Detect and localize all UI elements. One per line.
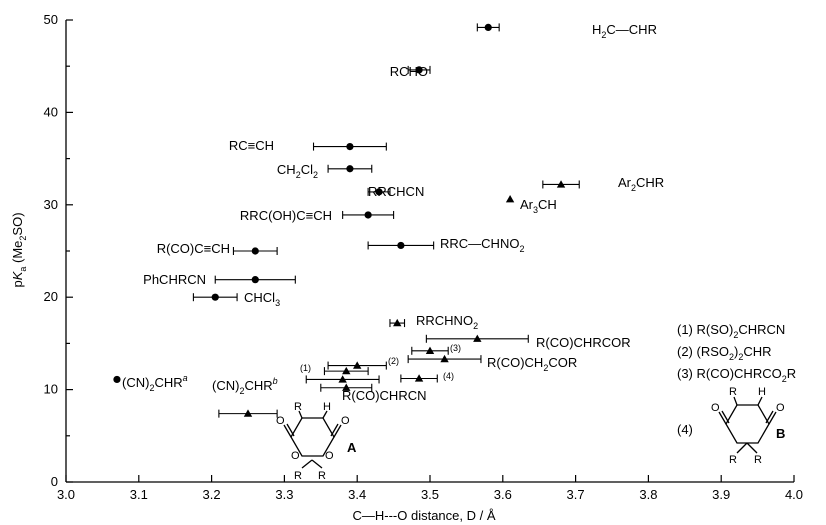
- y-tick-label: 20: [44, 289, 58, 304]
- label-rrchcn: RRCHCN: [368, 184, 424, 199]
- atom-o: O: [711, 402, 720, 414]
- atom-h: H: [323, 401, 331, 413]
- data-point-triangle: [425, 346, 435, 354]
- y-tick-label: 40: [44, 104, 58, 119]
- data-point-triangle: [473, 334, 482, 342]
- data-point-triangle: [414, 374, 424, 382]
- structure-b-atoms: O O R H R R B: [711, 386, 785, 466]
- data-marks: [113, 23, 580, 418]
- x-axis-title: C—H---O distance, D / Å: [352, 508, 495, 523]
- label-phchrcn: PhCHRCN: [143, 272, 206, 287]
- atom-o: O: [776, 402, 785, 414]
- data-point-triangle: [505, 195, 515, 203]
- label-ar2chr: Ar2CHR: [618, 175, 664, 193]
- x-tick-label: 3.7: [567, 487, 585, 502]
- data-point-triangle: [342, 383, 351, 391]
- atom-o: O: [276, 415, 285, 427]
- x-tick-label: 4.0: [785, 487, 803, 502]
- data-point-circle: [113, 375, 121, 384]
- atom-r: R: [318, 470, 326, 482]
- x-tick-label: 3.2: [203, 487, 221, 502]
- data-point-triangle: [393, 318, 402, 327]
- y-tick-label: 50: [44, 12, 58, 27]
- compound-legend: (1) R(SO)2CHRCN (2) (RSO2)2CHR (3) R(CO)…: [677, 322, 796, 437]
- y-tick-label: 0: [51, 474, 58, 489]
- label-num-2: (2): [388, 356, 399, 366]
- label-cn2chr-a: (CN)2CHRa: [122, 373, 188, 393]
- data-point-circle: [251, 247, 259, 255]
- label-num-4: (4): [443, 371, 454, 381]
- structure-a-atoms: O O R H O O R R A: [276, 401, 357, 482]
- legend-item-4: (4): [677, 422, 693, 437]
- data-point-circle: [415, 66, 423, 74]
- atom-o: O: [325, 450, 334, 462]
- data-point-circle: [397, 241, 405, 250]
- data-point-triangle: [556, 180, 566, 188]
- x-tick-label: 3.3: [275, 487, 293, 502]
- y-axis-title: pKa (Me2SO): [10, 212, 28, 287]
- y-tick-label: 30: [44, 197, 58, 212]
- legend-item-2: (2) (RSO2)2CHR: [677, 344, 772, 362]
- axes: 3.0 3.1 3.2 3.3 3.4 3.5 3.6 3.7 3.8 3.9 4.0 0 10 20 30…: [44, 12, 804, 502]
- label-rrchno2: RRCHNO2: [416, 313, 478, 331]
- legend-item-3: (3) R(CO)CHRCO2R: [677, 366, 796, 384]
- atom-r: R: [729, 454, 737, 466]
- label-ch2cl2: CH2Cl2: [277, 162, 318, 180]
- data-point-circle: [484, 23, 492, 31]
- structure-label-a: A: [347, 440, 357, 455]
- atom-o: O: [341, 415, 350, 427]
- data-point-triangle: [353, 361, 362, 369]
- data-point-circle: [375, 188, 383, 196]
- label-ar3ch: Ar3CH: [520, 197, 557, 215]
- atom-r: R: [294, 470, 302, 482]
- label-num-3: (3): [450, 343, 461, 353]
- legend-item-1: (1) R(SO)2CHRCN: [677, 322, 785, 340]
- label-ynone: R(CO)C≡CH: [157, 241, 230, 256]
- atom-r: R: [294, 401, 302, 413]
- label-cn2chr-b: (CN)2CHRb: [212, 376, 278, 396]
- x-tick-label: 3.8: [639, 487, 657, 502]
- label-num-1: (1): [300, 363, 311, 373]
- label-cyanoketone: R(CO)CHRCN: [342, 388, 427, 403]
- structure-label-b: B: [776, 426, 785, 441]
- structure-b-cyclohexanedione: [718, 396, 777, 454]
- atom-r: R: [729, 386, 737, 398]
- data-point-circle: [211, 293, 219, 301]
- x-tick-label: 3.5: [421, 487, 439, 502]
- x-tick-label: 3.0: [57, 487, 75, 502]
- label-chcl3: CHCl3: [244, 290, 280, 308]
- label-rcho: RCHO: [390, 64, 428, 79]
- x-tick-label: 3.4: [348, 487, 366, 502]
- data-point-circle: [364, 211, 372, 219]
- data-point-triangle: [440, 354, 449, 363]
- label-diketone: R(CO)CHRCOR: [536, 335, 631, 350]
- data-point-triangle: [342, 366, 351, 375]
- data-point-triangle: [338, 375, 347, 383]
- data-point-circle: [346, 142, 354, 151]
- atom-h: H: [758, 386, 766, 398]
- x-tick-label: 3.6: [494, 487, 512, 502]
- atom-o: O: [291, 450, 300, 462]
- x-tick-label: 3.1: [130, 487, 148, 502]
- data-point-circle: [346, 165, 354, 173]
- structure-a-meldrums-acid: [283, 410, 342, 469]
- y-tick-label: 10: [44, 382, 58, 397]
- data-point-circle: [251, 276, 259, 284]
- point-labels: H2C—CHR RCHO RC≡CH CH2Cl2 RRCHCN RRC(OH)…: [122, 22, 664, 403]
- atom-r: R: [754, 454, 762, 466]
- label-propargyl: RRC(OH)C≡CH: [240, 208, 332, 223]
- label-nitroalkene: RRC—CHNO2: [440, 236, 524, 254]
- label-acac: R(CO)CH2COR: [487, 355, 577, 373]
- data-point-triangle: [243, 409, 253, 417]
- label-ethylene: H2C—CHR: [592, 22, 657, 40]
- label-alkyne: RC≡CH: [229, 138, 274, 153]
- x-tick-label: 3.9: [712, 487, 730, 502]
